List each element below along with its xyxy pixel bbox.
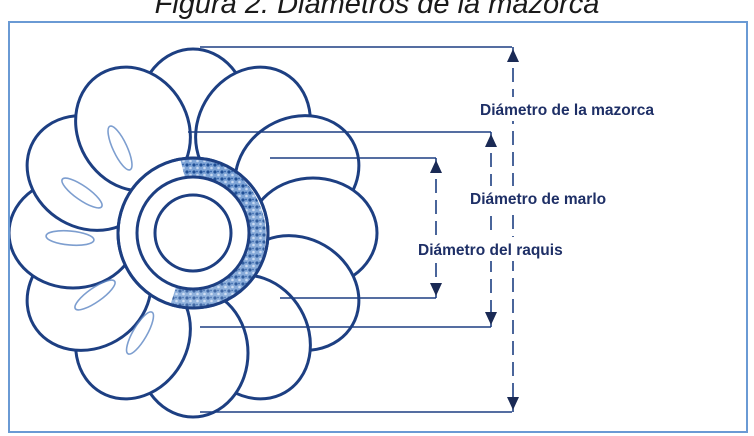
cob-arrow-down-icon [507,397,519,410]
core-arrow-up-icon [485,134,497,147]
core-arrow-down-icon [485,312,497,325]
rachis-arrow-down-icon [430,283,442,296]
cob-cross-section-diagram: Diámetro de la mazorca Diámetro de marlo… [10,23,746,431]
rachis-circle [155,195,231,271]
rachis-arrow-up-icon [430,160,442,173]
rachis-diameter-label: Diámetro del raquis [418,242,563,259]
figure-title: Figura 2. Diámetros de la mazorca [0,0,754,21]
diameter-labels: Diámetro de la mazorca Diámetro de marlo… [416,97,744,261]
cob-core [118,157,268,309]
cob-diameter-label: Diámetro de la mazorca [480,102,654,119]
core-diameter-label: Diámetro de marlo [470,191,606,208]
cob-arrow-up-icon [507,49,519,62]
figure-frame: Diámetro de la mazorca Diámetro de marlo… [8,21,748,433]
